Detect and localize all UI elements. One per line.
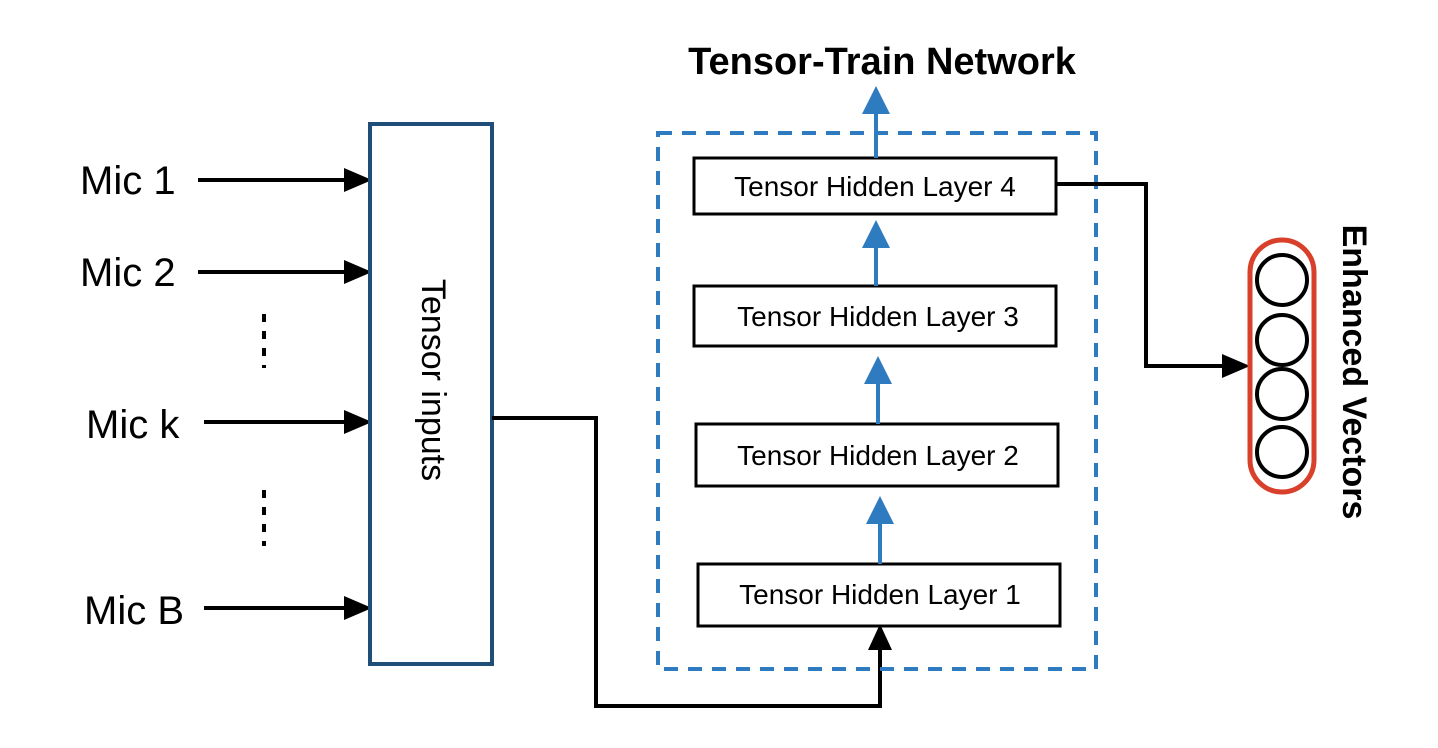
vector-node-3 xyxy=(1255,367,1309,421)
inputs-to-layer1-connector xyxy=(492,416,882,708)
layer1-to-layer2-arrowhead xyxy=(866,496,894,524)
mic-1-arrowhead xyxy=(344,168,372,192)
output-arrowhead xyxy=(1222,354,1250,378)
vector-node-4 xyxy=(1255,425,1309,479)
mic-2-label: Mic 2 xyxy=(80,251,176,295)
layer2-to-layer3-arrowhead xyxy=(864,356,892,384)
layer3-to-layer4-arrowhead xyxy=(862,220,890,248)
mic-1-label: Mic 1 xyxy=(80,159,176,203)
mic-b-label: Mic B xyxy=(84,589,184,633)
hidden-layer-1 xyxy=(696,562,1062,628)
mic-k-label: Mic k xyxy=(86,403,180,447)
hidden-layer-2-label: Tensor Hidden Layer 2 xyxy=(737,440,1019,471)
layer4-to-output-connector xyxy=(1056,182,1226,368)
enhanced-vector-nodes xyxy=(1255,253,1309,479)
mic-arrows xyxy=(198,168,372,620)
hidden-layer-4-label: Tensor Hidden Layer 4 xyxy=(734,171,1016,202)
hidden-layer-1-label: Tensor Hidden Layer 1 xyxy=(739,579,1021,610)
vector-node-2 xyxy=(1255,313,1309,367)
tensor-inputs-label: Tensor inputs xyxy=(414,279,452,481)
layer1-input-arrowhead xyxy=(868,624,892,650)
layer-flow-arrows xyxy=(862,86,894,564)
enhanced-vectors-label: Enhanced Vectors xyxy=(1335,225,1373,520)
hidden-layers: Tensor Hidden Layer 4 Tensor Hidden Laye… xyxy=(692,156,1062,628)
network-output-arrowhead xyxy=(862,86,890,114)
tensor-inputs-box xyxy=(368,122,494,666)
network-title: Tensor-Train Network xyxy=(688,41,1077,83)
mic-2-arrowhead xyxy=(344,260,372,284)
hidden-layer-3-label: Tensor Hidden Layer 3 xyxy=(737,301,1019,332)
mic-k-arrowhead xyxy=(344,410,372,434)
mic-b-arrowhead xyxy=(344,596,372,620)
vector-node-1 xyxy=(1255,253,1309,307)
